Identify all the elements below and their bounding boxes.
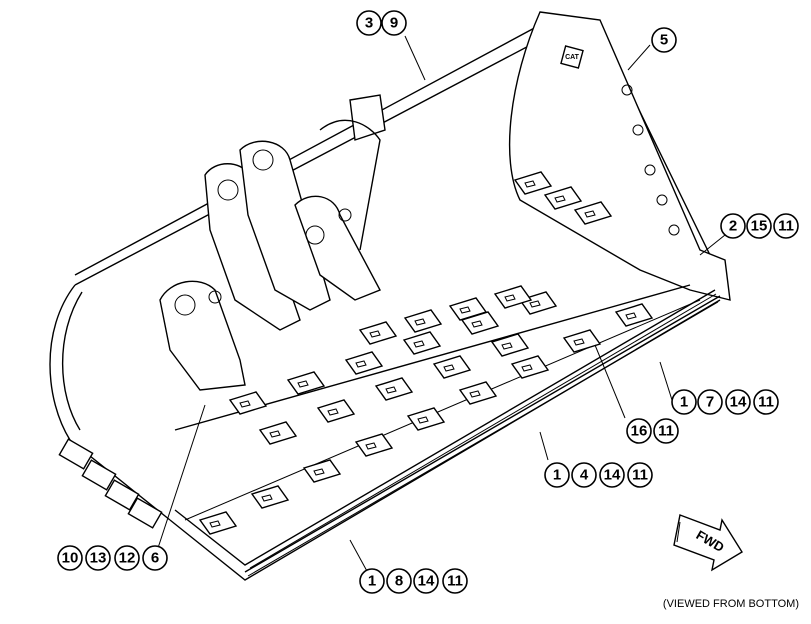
wear-plate-slot xyxy=(573,338,585,346)
forward-arrow-icon: FWD xyxy=(673,514,743,572)
svg-text:2: 2 xyxy=(729,218,737,235)
wear-plate-slot xyxy=(385,386,397,394)
wear-plate xyxy=(614,303,654,327)
wear-plate xyxy=(458,381,498,405)
view-note: (VIEWED FROM BOTTOM) xyxy=(662,598,799,610)
svg-text:1: 1 xyxy=(553,467,561,484)
svg-text:1: 1 xyxy=(368,573,376,590)
wear-plate xyxy=(258,421,298,445)
callout-1-8-14-11: 1 8 14 11 xyxy=(359,568,468,594)
wear-plate-slot xyxy=(459,306,471,314)
svg-text:15: 15 xyxy=(751,218,768,235)
wear-plate xyxy=(573,201,613,225)
wear-plate xyxy=(374,377,414,401)
wear-plate xyxy=(316,399,356,423)
wear-plate xyxy=(358,321,398,345)
svg-text:5: 5 xyxy=(660,32,668,49)
svg-text:14: 14 xyxy=(418,573,435,590)
wear-plate-slot xyxy=(355,360,367,368)
svg-text:11: 11 xyxy=(632,467,648,484)
wear-plate-slot xyxy=(327,408,339,416)
callout-1-4-14-11: 1 4 14 11 xyxy=(544,462,653,488)
svg-text:11: 11 xyxy=(658,423,674,440)
wear-plates xyxy=(198,171,654,535)
svg-text:13: 13 xyxy=(90,550,107,567)
wear-plate xyxy=(403,309,443,333)
wear-plate xyxy=(354,433,394,457)
wear-plate-slot xyxy=(469,390,481,398)
wear-plate xyxy=(543,186,583,210)
wear-plate xyxy=(432,355,472,379)
callout-16-11: 16 11 xyxy=(626,418,679,444)
cat-logo-text: CAT xyxy=(565,54,580,61)
wear-plate xyxy=(250,485,290,509)
svg-text:11: 11 xyxy=(447,573,463,590)
svg-text:12: 12 xyxy=(119,550,136,567)
wear-plate xyxy=(198,511,238,535)
wear-plate-slot xyxy=(443,364,455,372)
wear-plate-slot xyxy=(313,468,325,476)
svg-text:14: 14 xyxy=(730,394,747,411)
wear-plate-slot xyxy=(269,430,281,438)
callout-1-7-14-11: 1 7 14 11 xyxy=(671,389,779,415)
cat-logo: CAT xyxy=(560,45,584,69)
wear-plate xyxy=(490,333,530,357)
wear-plate xyxy=(493,285,533,309)
callout-3-9: 3 9 xyxy=(356,10,407,36)
side-plate-bolts xyxy=(621,84,680,236)
wear-plate-slot xyxy=(471,320,483,328)
wear-plate xyxy=(510,355,550,379)
svg-text:9: 9 xyxy=(390,15,398,32)
svg-text:11: 11 xyxy=(778,218,794,235)
svg-text:14: 14 xyxy=(604,467,621,484)
wear-plate xyxy=(513,171,553,195)
wear-plate xyxy=(302,459,342,483)
wear-plate-slot xyxy=(297,380,309,388)
svg-text:11: 11 xyxy=(758,394,774,411)
wear-plate-slot xyxy=(365,442,377,450)
callout-5: 5 xyxy=(651,27,677,53)
svg-text:7: 7 xyxy=(706,394,714,411)
wear-plate-slot xyxy=(554,195,566,203)
svg-text:16: 16 xyxy=(631,423,648,440)
wear-plate-slot xyxy=(524,180,536,188)
wear-plate xyxy=(562,329,602,353)
wear-plate-slot xyxy=(529,300,541,308)
wear-plate-slot xyxy=(417,416,429,424)
wear-plate xyxy=(402,331,442,355)
callout-2-15-11: 2 15 11 xyxy=(720,213,799,239)
wear-plate-slot xyxy=(413,340,425,348)
hinge-brackets xyxy=(159,94,386,391)
wear-plate-slot xyxy=(261,494,273,502)
svg-text:3: 3 xyxy=(365,15,373,32)
svg-text:4: 4 xyxy=(580,467,589,484)
svg-text:10: 10 xyxy=(62,550,79,567)
side-protectors xyxy=(58,438,163,529)
wear-plate-slot xyxy=(501,342,513,350)
svg-text:1: 1 xyxy=(680,394,688,411)
svg-text:6: 6 xyxy=(151,550,159,567)
svg-text:8: 8 xyxy=(395,573,403,590)
callout-10-13-12-6: 10 13 12 6 xyxy=(57,545,168,571)
wear-plate xyxy=(286,371,326,395)
wear-plate-slot xyxy=(625,312,637,320)
bucket-body xyxy=(49,11,731,581)
wear-plate-slot xyxy=(414,318,426,326)
wear-plate xyxy=(344,351,384,375)
wear-plate-slot xyxy=(521,364,533,372)
wear-plate-slot xyxy=(369,330,381,338)
wear-plate-slot xyxy=(239,400,251,408)
wear-plate xyxy=(406,407,446,431)
wear-plate-slot xyxy=(584,210,596,218)
wear-plate xyxy=(228,391,268,415)
leader-lines xyxy=(157,35,726,574)
wear-plate-slot xyxy=(209,520,221,528)
wear-plate xyxy=(448,297,488,321)
wear-plate-slot xyxy=(504,294,516,302)
